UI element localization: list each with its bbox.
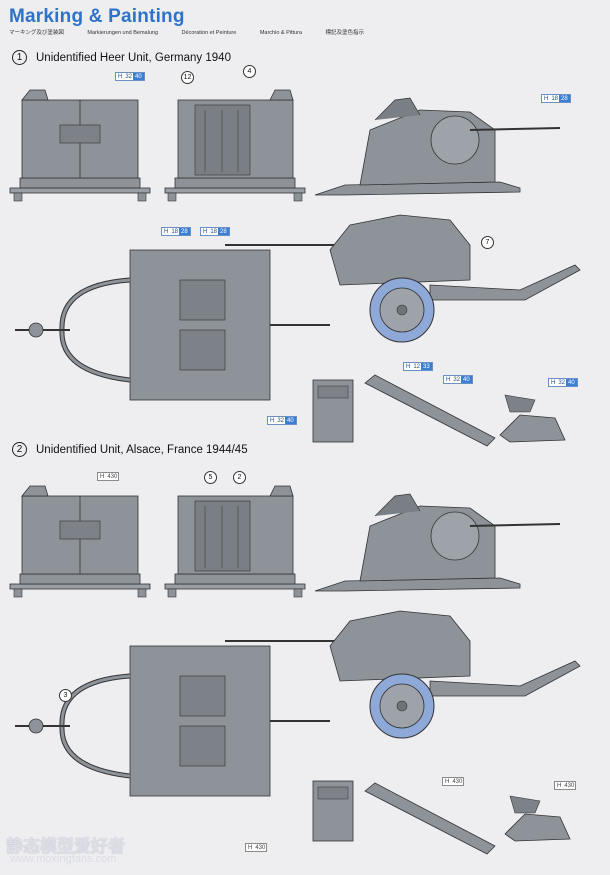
s1-sight-mount xyxy=(499,394,566,443)
s1-towed-view xyxy=(224,214,581,343)
watermark-url: www.moxingfans.com xyxy=(10,853,117,865)
callout-3: 3 xyxy=(59,689,72,702)
s2-towed-view xyxy=(224,610,581,739)
s2-plan-view xyxy=(15,646,330,796)
page-subtitles: マーキング及び塗装図 Markierungen und Bemalung Déc… xyxy=(9,28,569,36)
s2-sight-mount xyxy=(504,795,571,842)
subtitle-cn: 標記及塗色指示 xyxy=(325,30,365,36)
section-2-title: Unidentified Unit, Alsace, France 1944/4… xyxy=(36,443,248,456)
s1-ammo-box xyxy=(312,379,354,443)
s2-side-view xyxy=(314,493,561,592)
page-title: Marking & Painting xyxy=(9,6,185,27)
subtitle-de: Markierungen und Bemalung xyxy=(87,30,159,36)
section-1-drawings xyxy=(9,89,581,447)
s1-side-view xyxy=(314,97,561,196)
s2-ammo-rack xyxy=(364,782,496,855)
subtitle-it: Marchio & Pittura xyxy=(259,30,302,36)
section-1-number: 1 xyxy=(12,50,27,65)
callout-5: 5 xyxy=(204,471,217,484)
section-2-drawings xyxy=(9,485,581,855)
section-2-number: 2 xyxy=(12,442,27,457)
s1-ammo-rack xyxy=(364,374,496,447)
callout-7: 7 xyxy=(481,236,494,249)
section-2-header: 2 Unidentified Unit, Alsace, France 1944… xyxy=(12,442,248,457)
s1-plan-view xyxy=(15,250,330,400)
s2-front-view xyxy=(9,485,151,598)
callout-2: 2 xyxy=(233,471,246,484)
s2-ammo-box xyxy=(312,780,354,842)
callout-4: 4 xyxy=(243,65,256,78)
section-1-header: 1 Unidentified Heer Unit, Germany 1940 xyxy=(12,50,231,65)
s2-rear-view xyxy=(164,485,306,598)
callout-12: 12 xyxy=(181,71,194,84)
subtitle-fr: Décoration et Peinture xyxy=(181,30,237,36)
s1-rear-view xyxy=(164,89,306,202)
watermark-text: 静态模型爱好者 xyxy=(6,837,125,856)
s1-front-view xyxy=(9,89,151,202)
section-1-title: Unidentified Heer Unit, Germany 1940 xyxy=(36,51,231,64)
subtitle-jp: マーキング及び塗装図 xyxy=(9,30,64,36)
